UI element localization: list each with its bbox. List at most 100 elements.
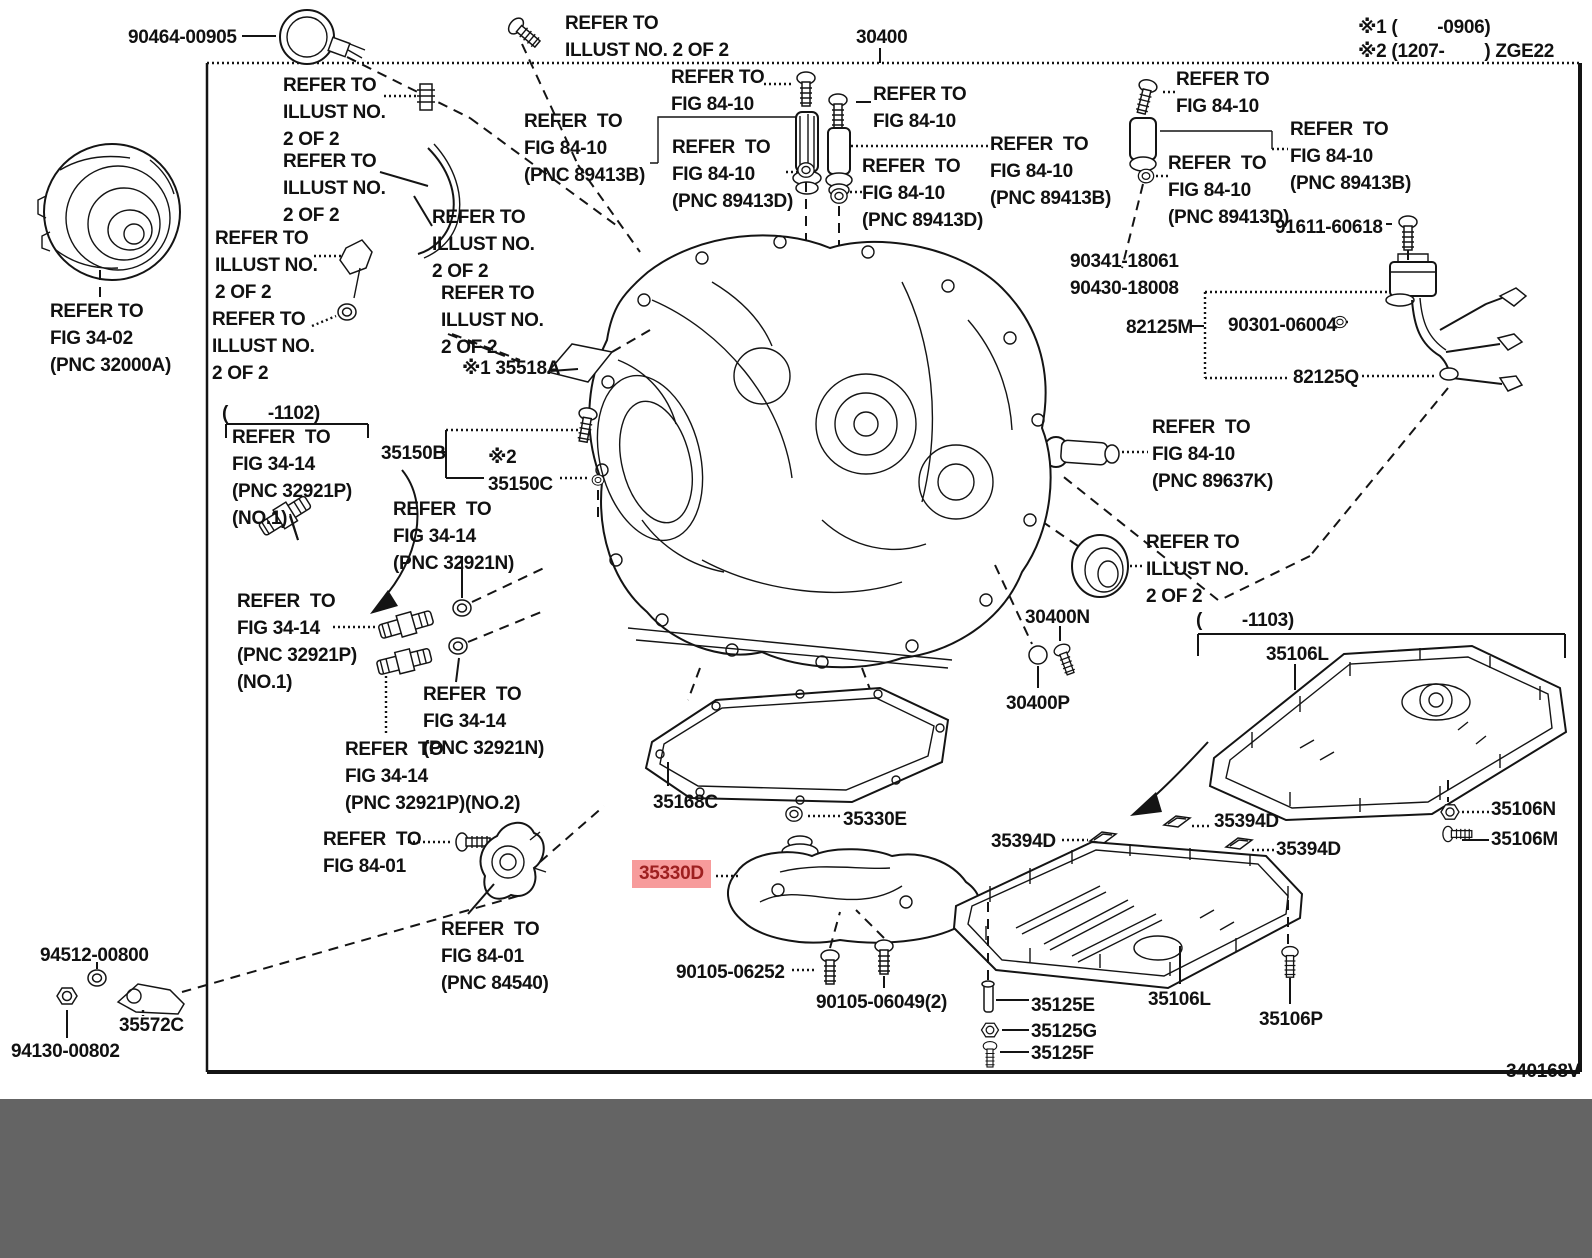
part-35572C: 35572C xyxy=(119,1012,184,1039)
part-35125G-text: 35125G xyxy=(1031,1021,1097,1042)
part-30400: 30400 xyxy=(856,24,908,51)
ref-fig-84-10-a: REFER TO FIG 84-10 xyxy=(671,64,765,118)
part-35106N: 35106N xyxy=(1491,796,1556,823)
ref-89413b-1: REFER TO FIG 84-10 (PNC 89413B) xyxy=(524,108,645,189)
ref-89413d-3-text: REFER TO FIG 84-10 (PNC 89413D) xyxy=(1168,153,1290,228)
part-35394D-3-text: 35394D xyxy=(1276,839,1341,860)
part-90105-06252: 90105-06252 xyxy=(676,959,785,986)
ref-32921p-1-text: REFER TO FIG 34-14 (PNC 32921P) (NO.1) xyxy=(232,427,352,529)
ref-illust-7-text: REFER TO ILLUST NO. 2 OF 2 xyxy=(1146,532,1249,607)
part-35106L-2-text: 35106L xyxy=(1148,989,1211,1010)
ref-32921p-2: REFER TO FIG 34-14 (PNC 32921P) (NO.1) xyxy=(237,588,357,696)
oil-pan-lower-drawing xyxy=(952,840,1304,1068)
ref-89413b-3: REFER TO FIG 84-10 (PNC 89413B) xyxy=(1290,116,1411,197)
part-35518A-text: ※1 35518A xyxy=(462,358,561,379)
note-2-text: ※2 (1207- ) ZGE22 xyxy=(1358,41,1555,62)
part-35168C-text: 35168C xyxy=(653,792,718,813)
ref-32921n-1: REFER TO FIG 34-14 (PNC 32921N) xyxy=(393,496,514,577)
part-35106L-2: 35106L xyxy=(1148,986,1211,1013)
part-90464-00905-text: 90464-00905 xyxy=(128,27,237,48)
part-90301-06004-text: 90301-06004 xyxy=(1228,315,1337,336)
ref-fig-84-01-a: REFER TO FIG 84-01 xyxy=(323,826,422,880)
part-82125M-text: 82125M xyxy=(1126,317,1193,338)
ref-illust-4: REFER TO ILLUST NO. 2 OF 2 xyxy=(212,306,315,387)
part-35168C: 35168C xyxy=(653,789,718,816)
part-90105-06049-text: 90105-06049(2) xyxy=(816,992,948,1013)
part-35125F-text: 35125F xyxy=(1031,1043,1094,1064)
plug-30400NP-drawing xyxy=(994,564,1079,688)
ref-illust-2-text: REFER TO ILLUST NO. 2 OF 2 xyxy=(283,151,386,226)
ref-illust-5: REFER TO ILLUST NO. 2 OF 2 xyxy=(432,204,535,285)
ref-illust-top-text: REFER TO ILLUST NO. 2 OF 2 xyxy=(565,13,729,61)
ref-fig-84-10-c-text: REFER TO FIG 84-10 xyxy=(1176,69,1270,117)
ref-illust-6: REFER TO ILLUST NO. 2 OF 2 xyxy=(441,280,544,361)
part-91611-60618-text: 91611-60618 xyxy=(1275,217,1383,238)
ref-89637k: REFER TO FIG 84-10 (PNC 89637K) xyxy=(1152,414,1273,495)
ref-fig-84-10-c: REFER TO FIG 84-10 xyxy=(1176,66,1270,120)
part-30400N: 30400N xyxy=(1025,604,1090,631)
ref-89413d-1-text: REFER TO FIG 84-10 (PNC 89413D) xyxy=(672,137,794,212)
part-35394D-1-text: 35394D xyxy=(991,831,1056,852)
part-35330D: 35330D xyxy=(632,860,711,888)
ref-illust-4-text: REFER TO ILLUST NO. 2 OF 2 xyxy=(212,309,315,384)
part-30400-text: 30400 xyxy=(856,27,908,48)
part-90430-18008: 90430-18008 xyxy=(1070,275,1179,302)
ref-illust-1-text: REFER TO ILLUST NO. 2 OF 2 xyxy=(283,75,386,150)
part-35106P-text: 35106P xyxy=(1259,1009,1323,1030)
part-35330D-text: 35330D xyxy=(639,863,704,884)
part-82125M: 82125M xyxy=(1126,314,1193,341)
ref-32921p-3-text: REFER TO FIG 34-14 (PNC 32921P)(NO.2) xyxy=(345,739,521,814)
union-35150-drawing xyxy=(436,405,605,522)
ref-fig-34-02: REFER TO FIG 34-02 (PNC 32000A) xyxy=(50,298,171,379)
part-90105-06252-text: 90105-06252 xyxy=(676,962,785,983)
bracket-1103-text: ( -1103) xyxy=(1196,610,1294,631)
part-90464-00905: 90464-00905 xyxy=(128,24,237,51)
note-1: ※1 ( -0906) xyxy=(1358,14,1491,41)
clips-35394D-drawing xyxy=(1062,815,1274,852)
plate-35518A-drawing xyxy=(546,329,651,383)
ref-illust-5-text: REFER TO ILLUST NO. 2 OF 2 xyxy=(432,207,535,282)
sensor-seal-drawing xyxy=(1003,436,1148,598)
bracket-1103: ( -1103) xyxy=(1196,607,1294,634)
small-fittings-drawing xyxy=(311,83,521,361)
part-90341-18061: 90341-18061 xyxy=(1070,248,1179,275)
part-30400P: 30400P xyxy=(1006,690,1070,717)
part-35106L-1: 35106L xyxy=(1266,641,1329,668)
oil-pump-drawing xyxy=(181,805,605,993)
part-82125Q: 82125Q xyxy=(1293,364,1359,391)
part-94512-00800: 94512-00800 xyxy=(40,942,149,969)
part-90105-06049: 90105-06049(2) xyxy=(816,989,947,1016)
part-35125F: 35125F xyxy=(1031,1040,1094,1067)
part-35106M-text: 35106M xyxy=(1491,829,1558,850)
ref-89413d-2: REFER TO FIG 84-10 (PNC 89413D) xyxy=(862,153,983,234)
part-90430-18008-text: 90430-18008 xyxy=(1070,278,1179,299)
part-35150B-text: 35150B xyxy=(381,443,446,464)
ref-32921n-2: REFER TO FIG 34-14 (PNC 32921N) xyxy=(423,681,544,762)
note-2: ※2 (1207- ) ZGE22 xyxy=(1358,38,1554,65)
ref-89413b-1-text: REFER TO FIG 84-10 (PNC 89413B) xyxy=(524,111,646,186)
ref-32921p-3: REFER TO FIG 34-14 (PNC 32921P)(NO.2) xyxy=(345,736,520,817)
harness-drawing xyxy=(1059,215,1528,601)
bracket-1102: ( -1102) xyxy=(222,400,320,427)
breather-solenoid-drawing xyxy=(650,71,988,258)
part-35394D-1: 35394D xyxy=(991,828,1056,855)
note-1-text: ※1 ( -0906) xyxy=(1358,17,1491,38)
ref-illust-1: REFER TO ILLUST NO. 2 OF 2 xyxy=(283,72,386,153)
ref-89637k-text: REFER TO FIG 84-10 (PNC 89637K) xyxy=(1152,417,1274,492)
ref-illust-3: REFER TO ILLUST NO. 2 OF 2 xyxy=(215,225,318,306)
right-top-cluster-drawing xyxy=(1121,77,1288,269)
part-35394D-2: 35394D xyxy=(1214,808,1279,835)
ref-illust-3-text: REFER TO ILLUST NO. 2 OF 2 xyxy=(215,228,318,303)
ref-89413d-2-text: REFER TO FIG 84-10 (PNC 89413D) xyxy=(862,156,984,231)
ref-89413b-3-text: REFER TO FIG 84-10 (PNC 89413B) xyxy=(1290,119,1412,194)
gasket-35168C-drawing xyxy=(644,686,950,822)
footer-banner: TOYOTA - 353300W040 N - 35330D xyxy=(0,1099,1592,1258)
ref-89413d-3: REFER TO FIG 84-10 (PNC 89413D) xyxy=(1168,150,1289,231)
part-35394D-3: 35394D xyxy=(1276,836,1341,863)
ref-illust-2: REFER TO ILLUST NO. 2 OF 2 xyxy=(283,148,386,229)
part-82125Q-text: 82125Q xyxy=(1293,367,1359,388)
part-35125G: 35125G xyxy=(1031,1018,1097,1045)
part-35106L-1-text: 35106L xyxy=(1266,644,1329,665)
clamp-drawing xyxy=(242,9,366,65)
